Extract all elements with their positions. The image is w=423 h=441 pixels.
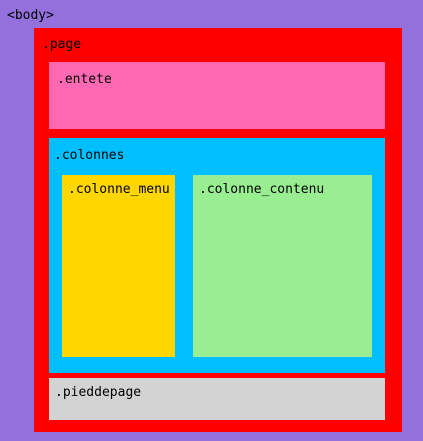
colonne-contenu-box: .colonne_contenu: [193, 175, 372, 357]
colonne-menu-label: .colonne_menu: [68, 182, 170, 197]
entete-label: .entete: [57, 72, 112, 87]
pieddepage-label: .pieddepage: [55, 385, 142, 400]
body-label: <body>: [7, 8, 54, 23]
pieddepage-box: .pieddepage: [49, 378, 385, 420]
colonnes-label: .colonnes: [54, 148, 125, 163]
page-box: .page .entete .colonnes .colonne_menu .c…: [34, 28, 402, 432]
colonnes-box: .colonnes .colonne_menu .colonne_contenu: [49, 138, 385, 373]
colonne-contenu-label: .colonne_contenu: [199, 182, 325, 197]
page-label: .page: [42, 37, 82, 52]
colonne-menu-box: .colonne_menu: [62, 175, 175, 357]
entete-box: .entete: [49, 62, 385, 129]
